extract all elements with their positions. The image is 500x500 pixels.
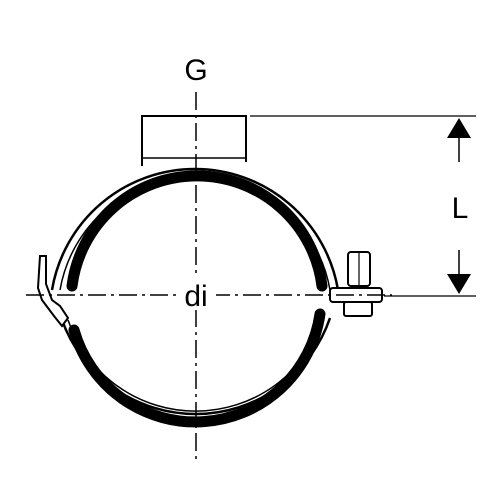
inner-diameter-label: di bbox=[184, 280, 207, 313]
thread-label: G bbox=[184, 54, 207, 87]
threaded-socket bbox=[141, 115, 247, 166]
rubber-lining-lower bbox=[68, 308, 326, 428]
arrow-up-icon bbox=[447, 118, 471, 138]
clamp-band-upper bbox=[50, 167, 340, 291]
clamp-band-inner-upper bbox=[59, 175, 331, 291]
di-label-background bbox=[176, 276, 216, 310]
left-hinge bbox=[36, 255, 70, 328]
arrow-down-icon bbox=[447, 274, 471, 294]
rubber-lining-upper bbox=[66, 170, 328, 292]
screw-nut bbox=[343, 301, 373, 317]
height-label: L bbox=[452, 192, 469, 225]
